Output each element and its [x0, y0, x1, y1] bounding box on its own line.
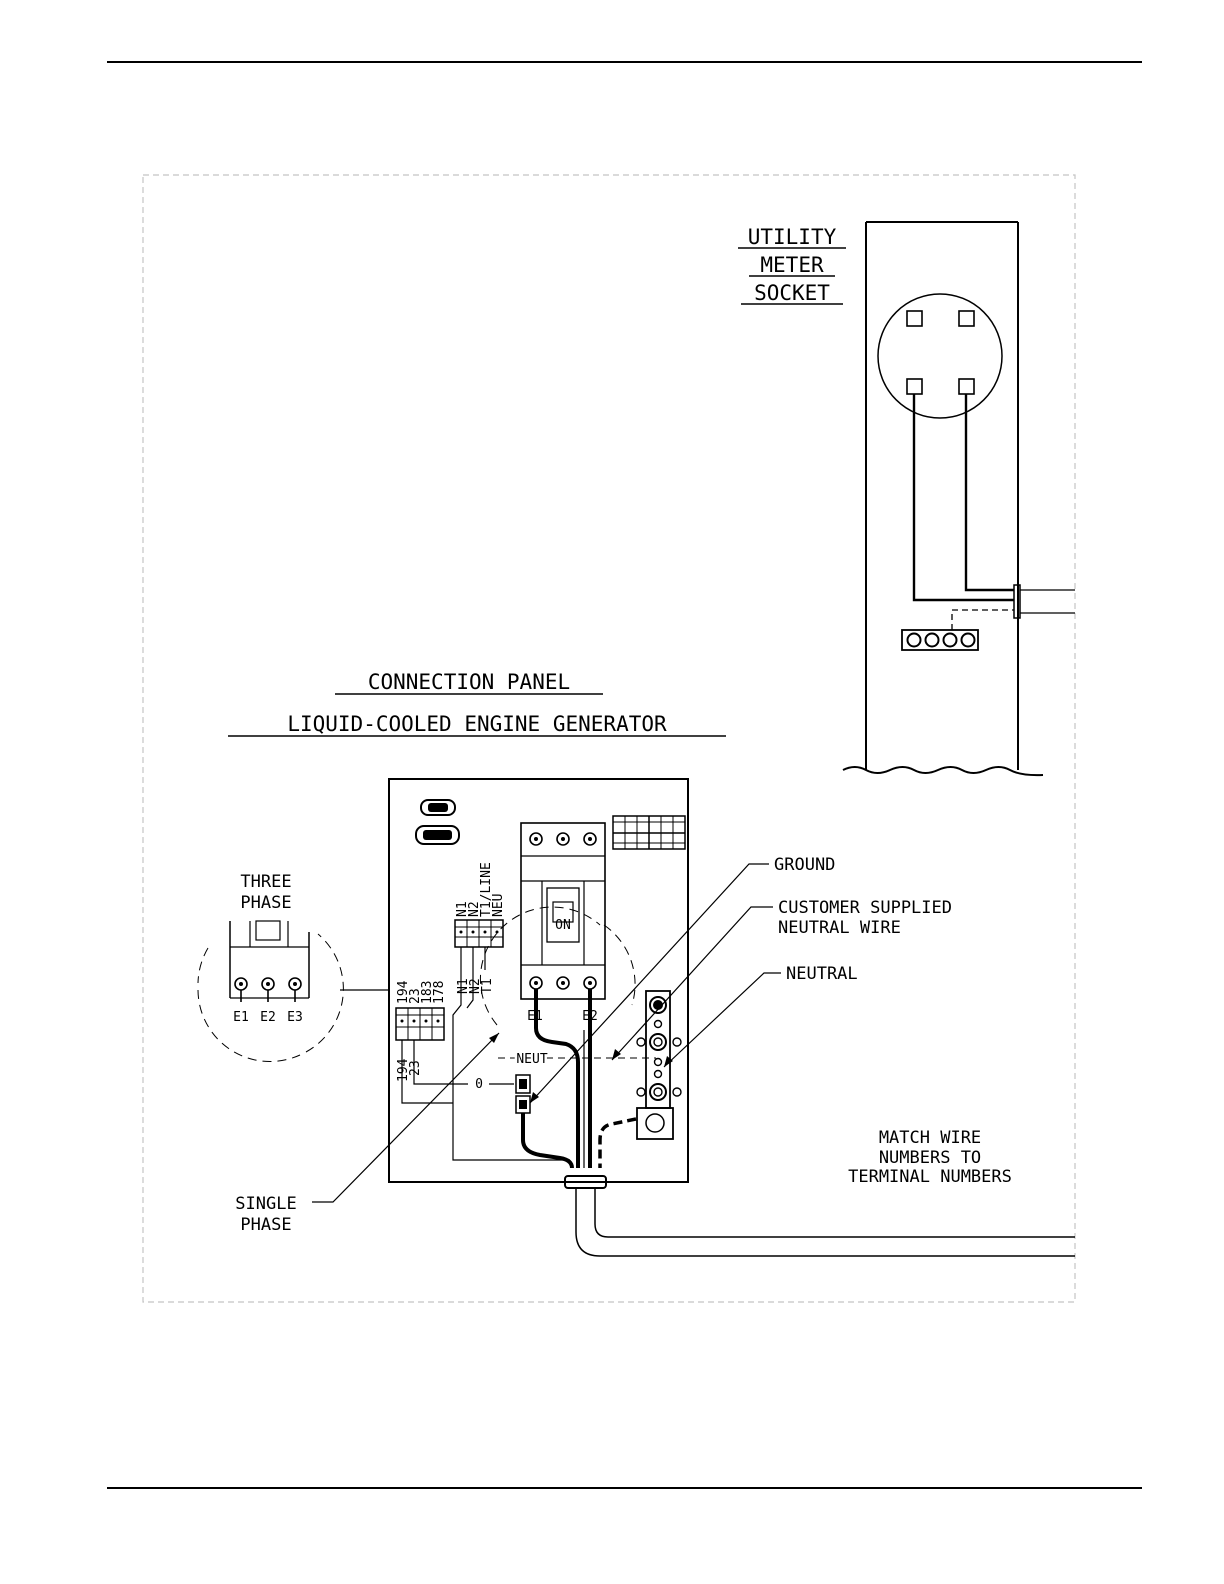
- neutral-dashed-wire: [600, 1119, 636, 1168]
- neutral-leader: [664, 973, 781, 1067]
- three-phase-terminal-e3: E3: [287, 1010, 303, 1025]
- ground-callout: GROUND: [774, 855, 835, 875]
- meter-jaw: [907, 379, 922, 394]
- utility-wire: [914, 394, 1014, 600]
- fuse-holder: [516, 1075, 530, 1113]
- utility-label-line1: UTILITY: [748, 225, 837, 249]
- left-terminal-178: 178: [432, 981, 447, 1004]
- customer-neutral-callout-line1: CUSTOMER SUPPLIED: [778, 898, 952, 918]
- single-phase-label-line2: PHASE: [240, 1215, 291, 1235]
- lower-terminal-t1: T1: [480, 978, 495, 994]
- neutral-callout: NEUTRAL: [786, 964, 858, 984]
- three-phase-label-line2: PHASE: [240, 893, 291, 913]
- left-bottom-23: 23: [408, 1060, 423, 1076]
- neutral-ground-bar: [637, 991, 681, 1139]
- upper-terminal-neu: NEU: [491, 894, 506, 917]
- three-phase-label-line1: THREE: [240, 872, 291, 892]
- left-terminal-block: [396, 1008, 444, 1040]
- meter-circle: [878, 294, 1002, 418]
- zero-label: 0: [475, 1077, 483, 1092]
- breaker-on-text: ON: [555, 918, 571, 933]
- neut-label: NEUT: [516, 1052, 547, 1067]
- data-connector: [416, 826, 459, 844]
- customer-neutral-leader: [612, 907, 773, 1060]
- utility-neutral-wire: [952, 610, 1014, 630]
- match-note-line2: NUMBERS TO: [879, 1148, 981, 1168]
- utility-label-line2: METER: [760, 253, 824, 277]
- single-phase-label-line1: SINGLE: [235, 1194, 296, 1214]
- utility-label-line3: SOCKET: [754, 281, 830, 305]
- break-line: [843, 767, 1043, 775]
- ground-leader: [530, 864, 769, 1103]
- customer-neutral-callout-line2: NEUTRAL WIRE: [778, 918, 901, 938]
- match-note-line3: TERMINAL NUMBERS: [848, 1167, 1012, 1187]
- conduit: [576, 1188, 1075, 1256]
- meter-jaw: [959, 311, 974, 326]
- utility-meter-socket: [843, 222, 1075, 775]
- utility-wire: [966, 394, 1014, 590]
- main-breaker: ON: [521, 823, 605, 999]
- three-phase-terminal-e1: E1: [233, 1010, 249, 1025]
- data-connector: [421, 800, 455, 815]
- meter-jaw: [907, 311, 922, 326]
- upper-terminal-block: [455, 920, 503, 947]
- three-phase-terminal-e2: E2: [260, 1010, 276, 1025]
- detail-circle: [480, 907, 600, 1025]
- match-note-line1: MATCH WIRE: [879, 1128, 981, 1148]
- panel-title-line1: CONNECTION PANEL: [368, 670, 570, 694]
- meter-jaw: [959, 379, 974, 394]
- single-phase-leader: [312, 1033, 499, 1202]
- panel-title-line2: LIQUID-COOLED ENGINE GENERATOR: [287, 712, 667, 736]
- three-phase-detail: [198, 921, 389, 1062]
- connection-panel: ON E1 E2: [389, 779, 688, 1188]
- terminal-block: [613, 816, 685, 849]
